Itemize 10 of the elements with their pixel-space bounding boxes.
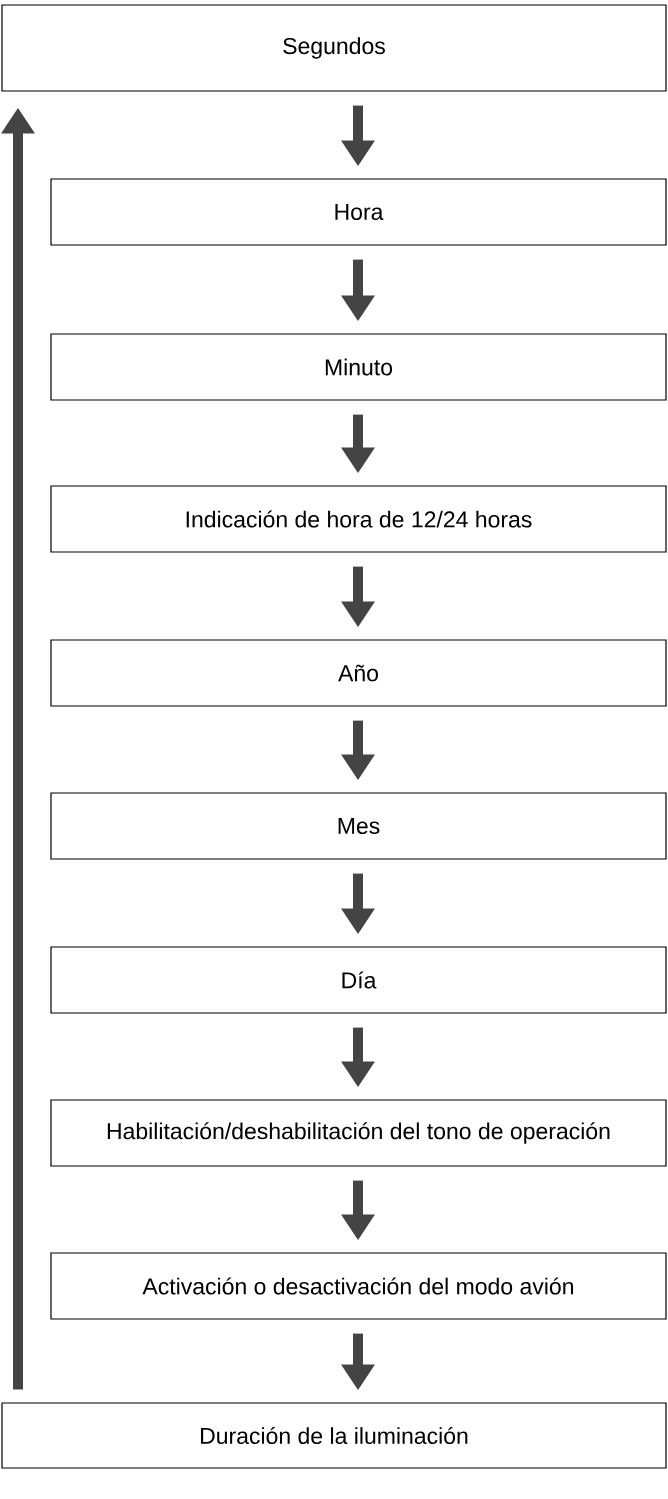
process-box: Duración de la iluminación <box>1 1402 667 1469</box>
process-box: Indicación de hora de 12/24 horas <box>50 485 667 553</box>
process-box: Segundos <box>1 4 667 92</box>
process-box: Hora <box>50 178 667 246</box>
process-box: Mes <box>50 792 667 860</box>
process-box: Día <box>50 946 667 1014</box>
process-box: Habilitación/deshabilitación del tono de operación <box>50 1099 667 1167</box>
process-box: Minuto <box>50 333 667 401</box>
process-box: Activación o desactivación del modo avión <box>50 1252 667 1320</box>
process-box: Año <box>50 639 667 707</box>
